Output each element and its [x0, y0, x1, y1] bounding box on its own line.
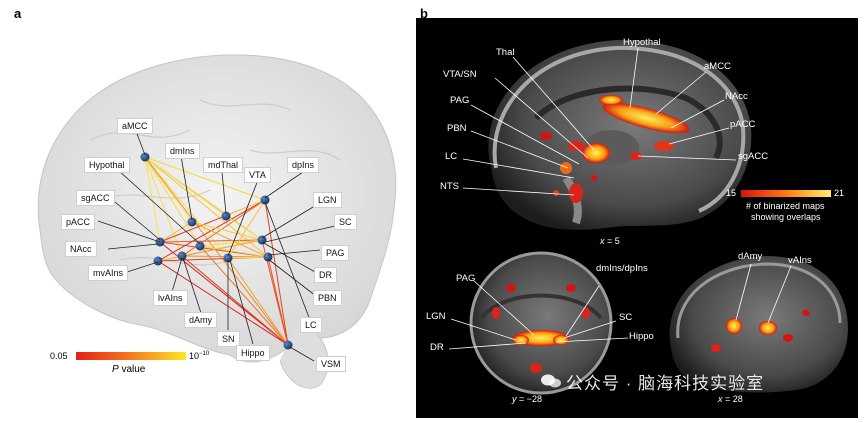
colorbar-title: P value [112, 364, 146, 375]
mri-label-lc: LC [445, 151, 458, 162]
coord-sagittal-main: x = 5 [600, 236, 620, 246]
mri-label-thal: Thal [496, 47, 515, 58]
node-lgn [257, 235, 267, 245]
node-amcc [140, 152, 150, 162]
legend-max: 21 [834, 188, 845, 198]
mri-label-nts: NTS [440, 181, 459, 192]
label-vta: VTA [244, 167, 271, 183]
label-pacc: pACC [61, 214, 96, 230]
mri-label-vta-sn: VTA/SN [443, 69, 477, 80]
coord-coronal: y = −28 [512, 394, 543, 404]
mri-label-sgacc: sgACC [738, 151, 769, 162]
mri-label-coronal-pag: PAG [456, 273, 476, 284]
panel-a: a [0, 0, 410, 423]
mri-figure [448, 39, 848, 395]
mri-label-sc: SC [619, 312, 633, 323]
wechat-icon [541, 374, 561, 388]
panel-a-letter: a [14, 6, 22, 21]
mri-label-dr: DR [430, 342, 444, 353]
label-lvains: lvAIns [153, 290, 188, 306]
colorbar-max-label: 10−10 [189, 351, 210, 361]
sag2-leaders [735, 263, 792, 324]
panel-b-letter: b [420, 6, 428, 21]
node-sc [263, 252, 273, 262]
label-pag: PAG [321, 245, 350, 261]
pvalue-colorbar [76, 352, 186, 360]
mri-label-hypothal: Hypothal [623, 37, 661, 48]
network-nodes [140, 152, 293, 350]
colorbar-min-label: 0.05 [50, 351, 68, 361]
mri-label-dmins-dpins: dmIns/dpIns [596, 263, 648, 274]
coronal-leaders [448, 280, 629, 350]
label-lgn: LGN [313, 192, 342, 208]
mri-label-lgn: LGN [426, 311, 446, 322]
label-amcc: aMCC [117, 118, 153, 134]
label-dr: DR [314, 267, 337, 283]
label-mvains: mvAIns [88, 265, 129, 281]
mri-label-pacc: pACC [730, 119, 756, 130]
mri-label-nacc: NAcc [725, 91, 748, 102]
coord-sagittal-small: x = 28 [718, 394, 743, 404]
legend-line1: # of binarized maps [746, 201, 825, 211]
watermark-text: 公众号 · 脑海科技实验室 [566, 374, 765, 393]
panel-b: Thal Hypothal VTA/SN aMCC PAG NAcc PBN p… [416, 18, 858, 418]
node-dpins [260, 195, 270, 205]
node-mvains [153, 256, 163, 266]
node-lvains [177, 251, 187, 261]
label-mdthal: mdThal [203, 157, 244, 173]
mri-label-damy: dAmy [738, 251, 763, 262]
label-dmins: dmIns [165, 143, 200, 159]
label-nacc: NAcc [65, 241, 97, 257]
label-sgacc: sgACC [76, 190, 115, 206]
label-dpins: dpIns [287, 157, 320, 173]
label-lc: LC [300, 317, 322, 333]
mri-label-pag: PAG [450, 95, 470, 106]
legend-min: 15 [726, 188, 737, 198]
label-hypothal: Hypothal [84, 157, 130, 173]
label-sn: SN [217, 331, 240, 347]
node-vsm [283, 340, 293, 350]
network-edges [144, 156, 289, 346]
mri-coronal [461, 251, 626, 395]
label-vsm: VSM [316, 356, 346, 372]
legend-line2: showing overlaps [751, 212, 821, 222]
label-leaders [97, 130, 336, 362]
label-hippo: Hippo [236, 345, 270, 361]
mri-label-pbn: PBN [447, 123, 467, 134]
mri-sagittal-small [669, 256, 848, 393]
mri-label-hippo: Hippo [629, 331, 654, 342]
label-damy: dAmy [184, 312, 218, 328]
node-mdthal [221, 211, 231, 221]
mri-label-amcc: aMCC [704, 61, 731, 72]
mri-sagittal-main [488, 39, 831, 230]
node-dmins [187, 217, 197, 227]
label-sc: SC [334, 214, 357, 230]
sagittal-leaders [462, 47, 737, 196]
node-hypothal [195, 241, 205, 251]
label-pbn: PBN [313, 290, 342, 306]
overlap-colorbar [741, 190, 831, 197]
mri-label-vains: vAIns [788, 255, 812, 266]
